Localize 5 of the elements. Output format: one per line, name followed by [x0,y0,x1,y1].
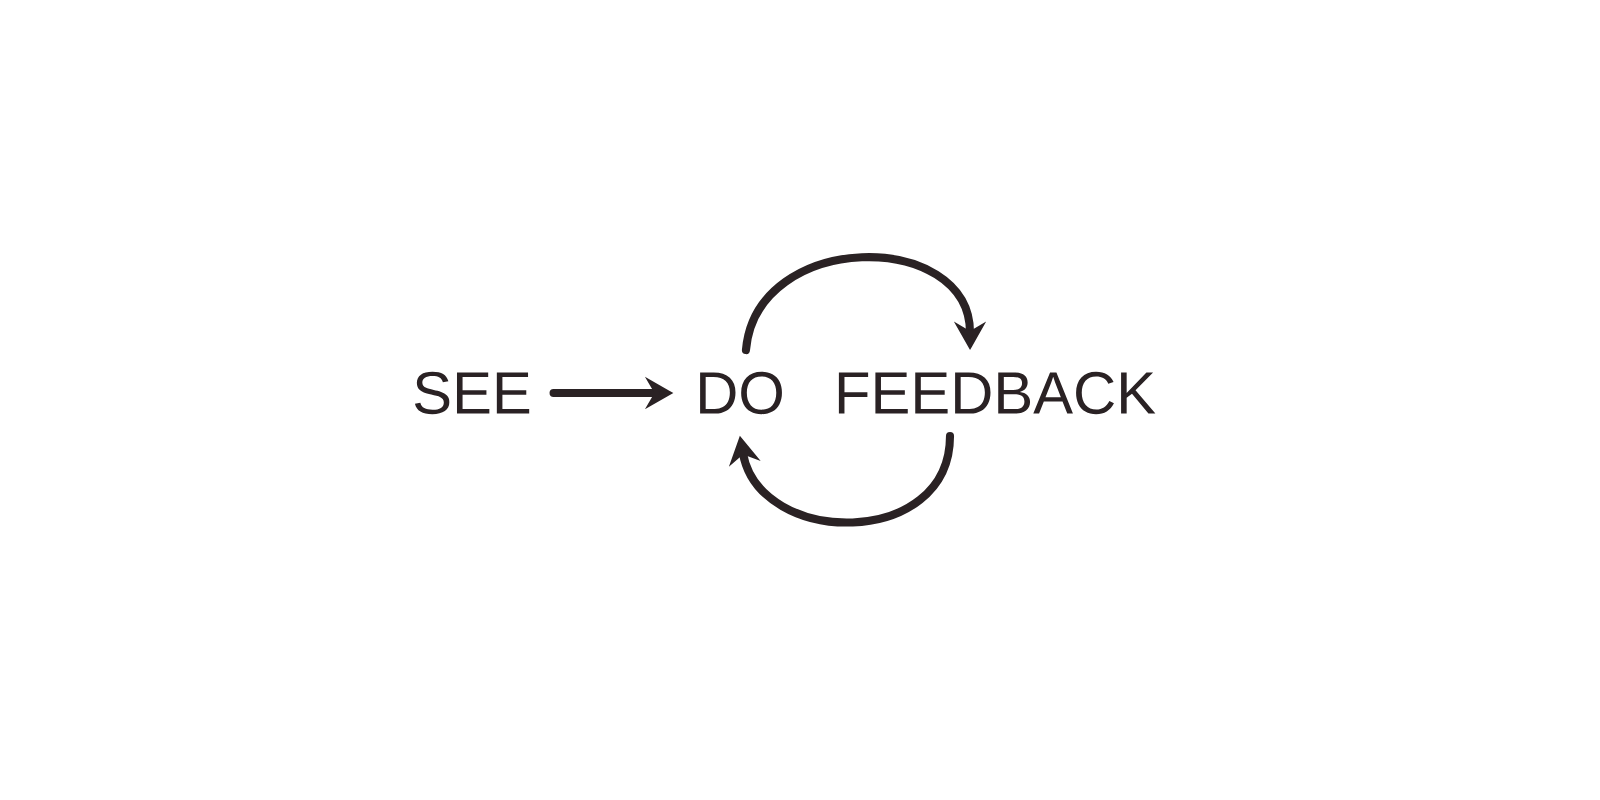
arrow [741,253,987,355]
arrow [728,431,955,527]
word-label: DO [700,371,782,415]
word-label: FEEDBACK [838,371,1156,415]
word-label: SEE [414,371,530,415]
